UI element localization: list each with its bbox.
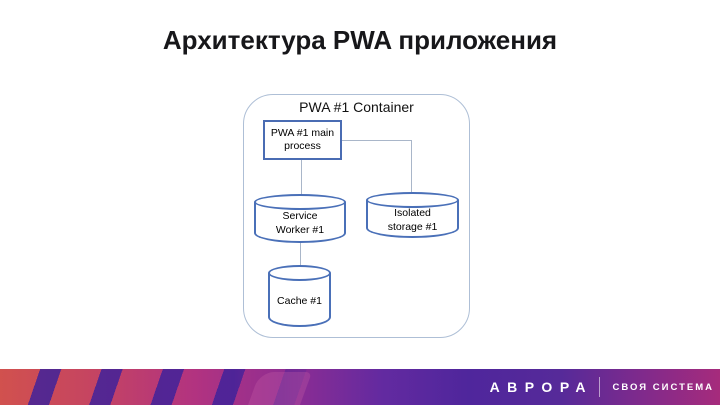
footer-diagonal-stripes <box>0 369 720 405</box>
cylinder-body <box>268 273 331 327</box>
node-main-process: PWA #1 main process <box>263 120 342 160</box>
cylinder-top-ellipse <box>268 265 331 281</box>
aurora-logo-text: АВРОРА <box>489 379 594 395</box>
connector-mainprocess-to-isolatedstorage-vertical <box>411 140 412 193</box>
connector-mainprocess-to-serviceworker <box>301 158 302 196</box>
node-isolated-storage: Isolated storage #1 <box>366 192 459 238</box>
node-service-worker: Service Worker #1 <box>254 194 346 243</box>
footer-brand-group: АВРОРА СВОЯ СИСТЕМА <box>490 369 720 405</box>
pwa-container-label: PWA #1 Container <box>299 99 414 115</box>
brand-separator-line <box>598 377 600 397</box>
node-service-worker-label: Service Worker #1 <box>275 210 325 236</box>
aurora-tagline: СВОЯ СИСТЕМА <box>612 381 714 393</box>
connector-mainprocess-to-isolatedstorage-horizontal <box>341 140 411 141</box>
node-isolated-storage-label: Isolated storage #1 <box>387 207 438 233</box>
connector-serviceworker-to-cache <box>300 241 301 268</box>
node-cache-label: Cache #1 <box>277 295 322 307</box>
node-cache: Cache #1 <box>268 265 331 327</box>
footer-brand-bar: АВРОРА СВОЯ СИСТЕМА <box>0 369 720 405</box>
cylinder-top-ellipse <box>366 192 459 208</box>
cylinder-top-ellipse <box>254 194 346 210</box>
slide-title: Архитектура PWA приложения <box>162 25 558 55</box>
